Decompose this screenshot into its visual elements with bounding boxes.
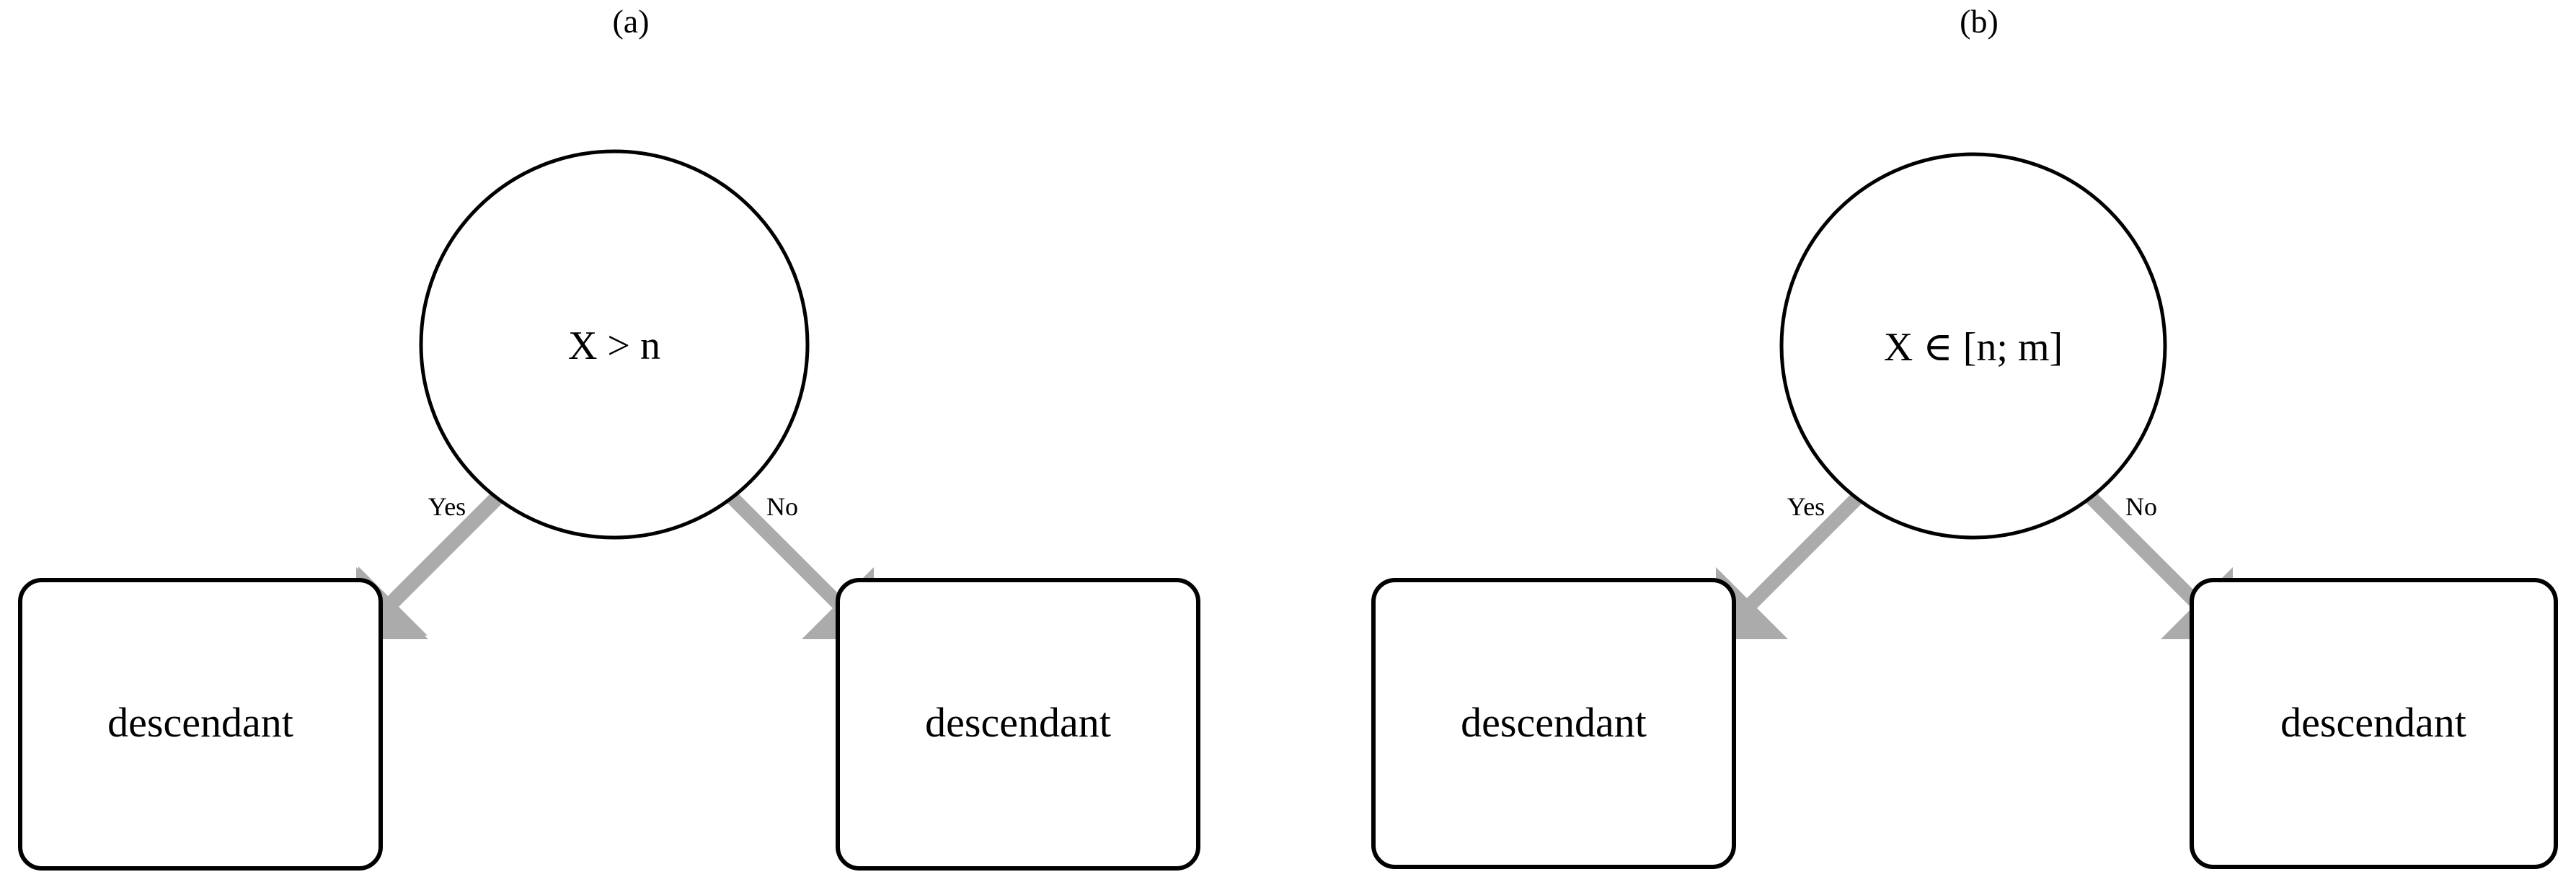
leaf-box-b-left[interactable] [1371,578,1736,869]
panel-a: (a) X > n Yes No descendant descendant [18,3,1200,871]
leaf-box-b-right[interactable] [2190,578,2558,869]
leaf-box-a-right[interactable] [836,578,1200,871]
panel-a-label: (a) [612,3,649,40]
leaf-label-b-left: descendant [1461,699,1647,746]
root-node-b[interactable] [1779,152,2167,540]
panel-b-label: (b) [1960,3,1999,40]
root-node-a-text: X > n [568,324,660,368]
edge-label-no-a: No [766,492,798,521]
root-node-a[interactable] [419,149,810,540]
leaf-label-a-right: descendant [925,699,1111,746]
leaf-label-b-right: descendant [2280,699,2466,746]
root-node-b-text: X ∈ [n; m] [1884,325,2063,370]
edge-label-yes-b: Yes [1787,492,1825,521]
edge-label-no-b: No [2125,492,2157,521]
edge-label-yes-a: Yes [428,492,466,521]
leaf-label-a-left: descendant [107,699,293,746]
panel-b: (b) X ∈ [n; m] Yes No descendant descend… [1371,3,2558,869]
leaf-box-a-left[interactable] [18,578,383,871]
